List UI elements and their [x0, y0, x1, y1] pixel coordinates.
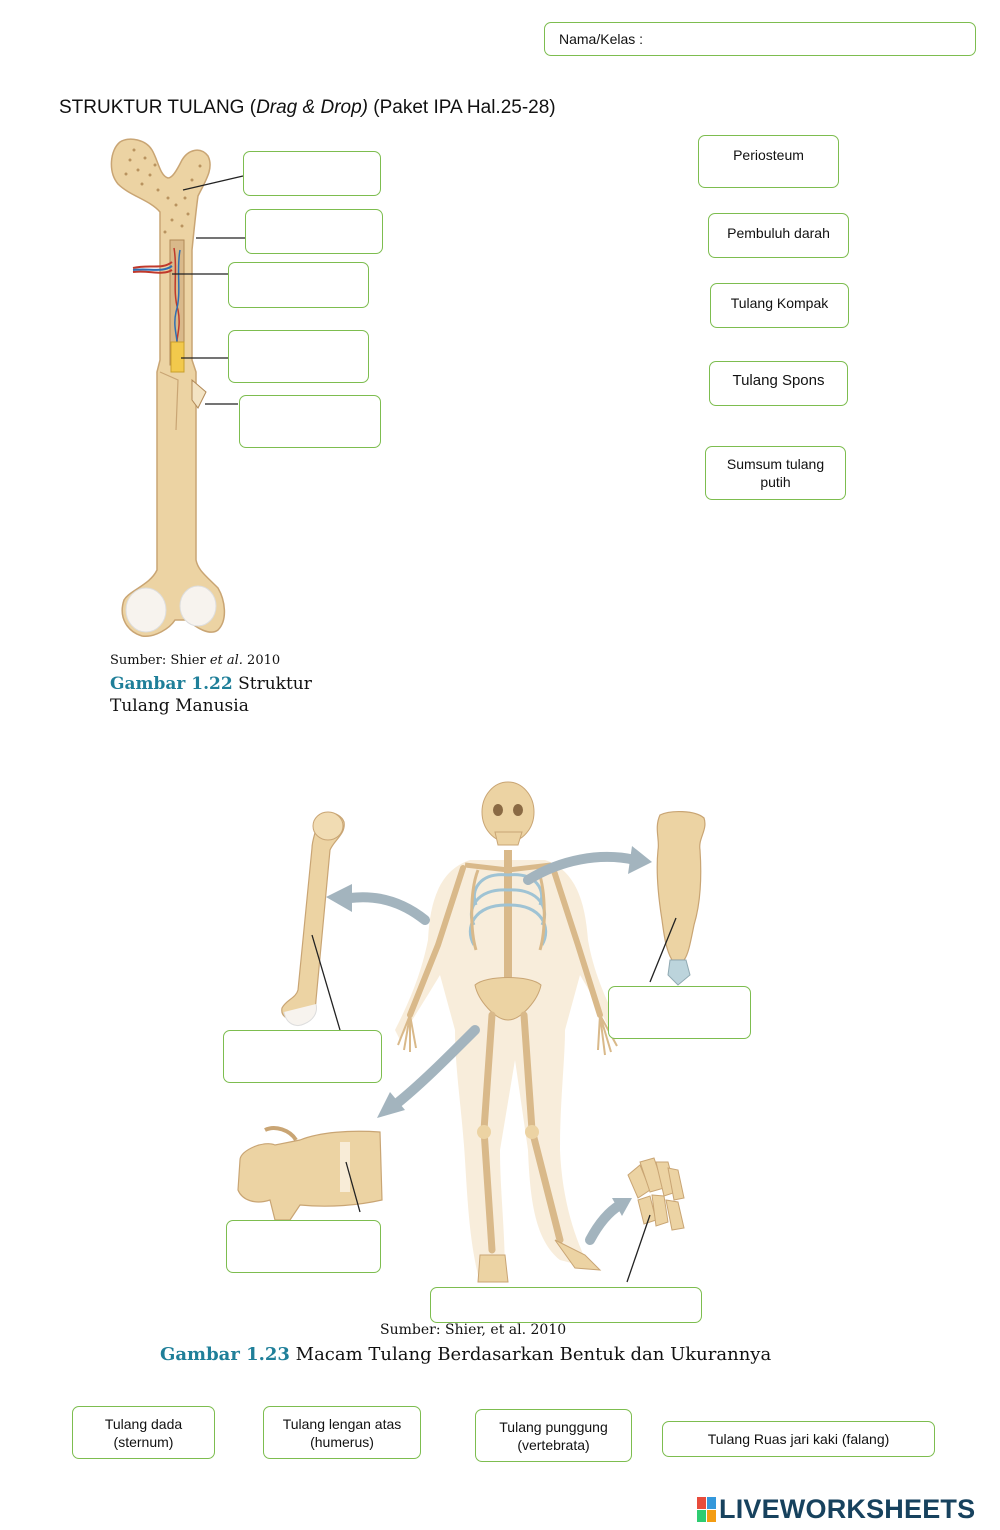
drag-label-periosteum[interactable]: Periosteum: [698, 135, 839, 188]
figure-2-caption: Gambar 1.23 Macam Tulang Berdasarkan Ben…: [160, 1344, 772, 1365]
drop-target-femur-3[interactable]: [228, 262, 369, 308]
drag-label-sternum[interactable]: Tulang dada (sternum): [72, 1406, 215, 1459]
drag-label-sumsum-tulang-putih[interactable]: Sumsum tulang putih: [705, 446, 846, 500]
drag-label-tulang-kompak[interactable]: Tulang Kompak: [710, 283, 849, 328]
name-class-label: Nama/Kelas :: [559, 31, 644, 47]
name-class-field[interactable]: Nama/Kelas :: [544, 22, 976, 56]
figure-2-source: Sumber: Shier, et al. 2010: [380, 1322, 567, 1338]
drag-label-vertebrata[interactable]: Tulang punggung (vertebrata): [475, 1409, 632, 1462]
drop-target-humerus[interactable]: [223, 1030, 382, 1083]
logo-live-icon: [697, 1496, 716, 1522]
drag-label-falang[interactable]: Tulang Ruas jari kaki (falang): [662, 1421, 935, 1457]
drop-target-femur-4[interactable]: [228, 330, 369, 383]
logo-text: LIVEWORKSHEETS: [719, 1493, 976, 1524]
drop-target-sternum[interactable]: [608, 986, 751, 1039]
drag-label-tulang-spons[interactable]: Tulang Spons: [709, 361, 848, 406]
femur-illustration: [110, 138, 245, 637]
drag-label-humerus[interactable]: Tulang lengan atas (humerus): [263, 1406, 421, 1459]
liveworksheets-logo: LIVEWORKSHEETS: [697, 1494, 975, 1524]
drop-target-femur-5[interactable]: [239, 395, 381, 448]
drop-target-femur-2[interactable]: [245, 209, 383, 254]
worksheet-title: STRUKTUR TULANG (Drag & Drop) (Paket IPA…: [59, 97, 556, 118]
figure-1-caption: Gambar 1.22 Struktur Tulang Manusia: [110, 674, 312, 716]
skeleton-illustration: [237, 781, 706, 1283]
drop-target-falang[interactable]: [430, 1287, 702, 1323]
drag-label-pembuluh-darah[interactable]: Pembuluh darah: [708, 213, 849, 258]
figure-1-source: Sumber: Shier et al. 2010: [110, 653, 281, 668]
drop-target-vertebra[interactable]: [226, 1220, 381, 1273]
drop-target-femur-1[interactable]: [243, 151, 381, 196]
